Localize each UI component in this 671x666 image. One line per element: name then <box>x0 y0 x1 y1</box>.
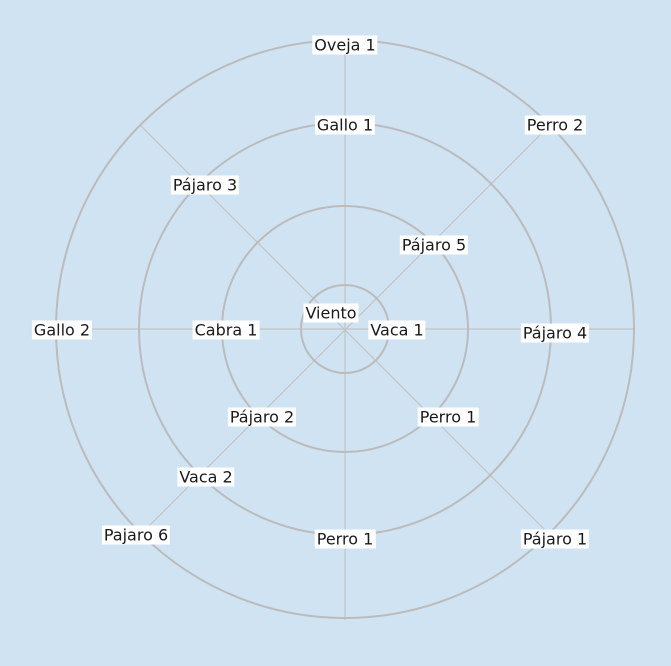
label-oveja-1: Oveja 1 <box>312 35 378 55</box>
label-pajaro-3: Pájaro 3 <box>170 175 240 195</box>
label-cabra-1: Cabra 1 <box>192 320 260 340</box>
label-vaca-2: Vaca 2 <box>177 467 235 487</box>
label-pajaro-2: Pájaro 2 <box>227 407 297 427</box>
label-vaca-1: Vaca 1 <box>368 320 426 340</box>
label-viento: Viento <box>303 303 359 323</box>
label-gallo-1: Gallo 1 <box>314 115 376 135</box>
label-pajaro-5: Pájaro 5 <box>399 235 469 255</box>
label-pajaro-4: Pájaro 4 <box>520 323 590 343</box>
label-gallo-2: Gallo 2 <box>31 320 93 340</box>
label-perro-2: Perro 2 <box>524 115 586 135</box>
label-pajaro-6: Pajaro 6 <box>101 525 171 545</box>
label-pajaro-1: Pájaro 1 <box>520 529 590 549</box>
label-perro-1-diagonal: Perro 1 <box>417 407 479 427</box>
spoke-diagonal-ne-sw <box>139 124 551 536</box>
label-perro-1-bottom: Perro 1 <box>314 529 376 549</box>
